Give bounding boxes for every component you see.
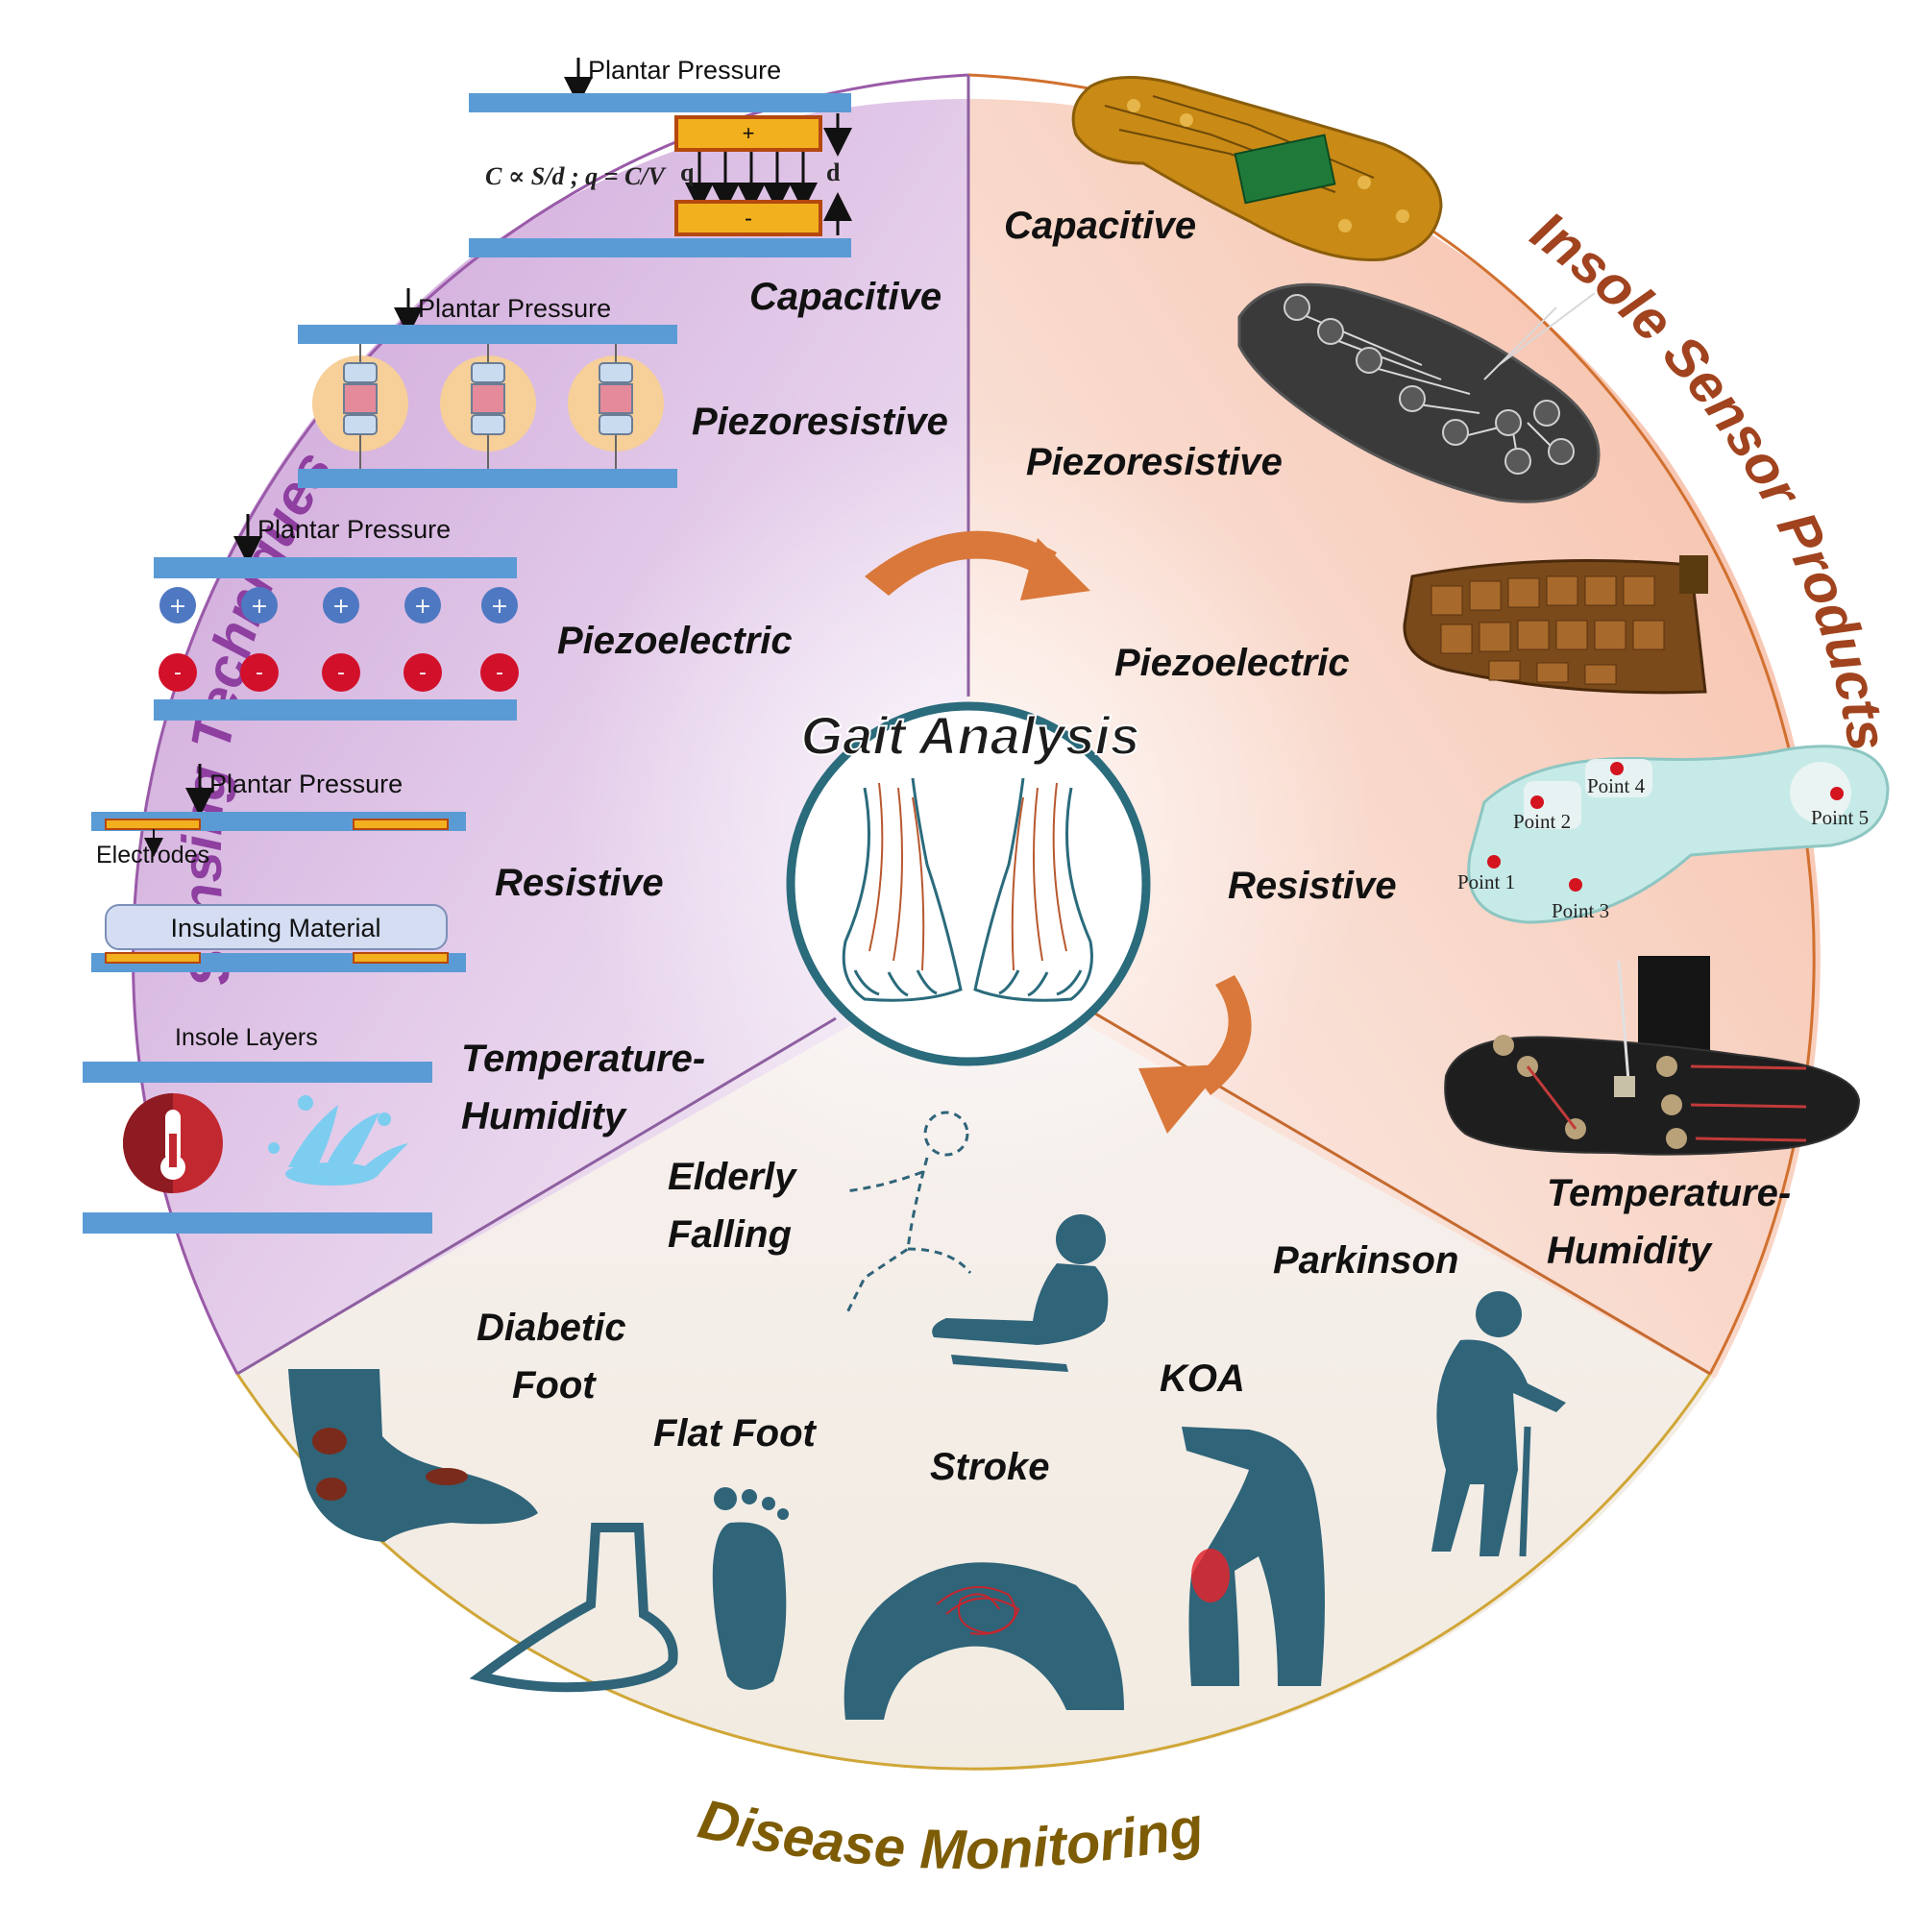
- point-1-dot: [1487, 855, 1501, 868]
- product-resistive-label: Resistive: [1228, 865, 1397, 907]
- resistive-insole-image: Point 1 Point 2 Point 3 Point 4 Point 5: [1457, 745, 1890, 924]
- point-1-label: Point 1: [1457, 870, 1515, 893]
- disease-title: Disease Monitoring: [693, 1788, 1208, 1882]
- sensing-resistive-label: Resistive: [495, 862, 664, 904]
- point-4-dot: [1610, 762, 1624, 775]
- field-arrows: [685, 113, 852, 235]
- resistive-schematic: Plantar Pressure Electrodes Insulating M…: [91, 764, 466, 972]
- top-plate: [469, 93, 851, 112]
- diabetic-label-2: Foot: [512, 1364, 597, 1406]
- koa-icon: [1182, 1427, 1325, 1686]
- point-4-label: Point 4: [1587, 774, 1646, 797]
- insulating-layer: [105, 904, 448, 950]
- piezoresistive-insole-image: [1237, 282, 1601, 503]
- svg-text:+: +: [251, 595, 268, 619]
- svg-text:-: -: [496, 661, 503, 685]
- diabetic-label-1: Diabetic: [477, 1307, 626, 1349]
- product-temp-label-1: Temperature-: [1547, 1172, 1791, 1214]
- arrow-right: [1138, 975, 1252, 1134]
- piezoelectric-schematic: Plantar Pressure + + + + + - - - - -: [154, 514, 519, 721]
- q-label: q: [680, 159, 695, 186]
- temperature-schematic: Insole Layers: [83, 1024, 432, 1234]
- capacitance-formula: C ∝ S/d ; q = C/V: [485, 162, 668, 190]
- sensing-capacitive-label: Capacitive: [749, 276, 942, 318]
- center-title: Gait Analysis: [801, 705, 1140, 766]
- diabetic-foot-icon: [288, 1369, 538, 1542]
- disease-outline: [235, 1373, 1712, 1771]
- resistor-3: [568, 344, 664, 469]
- stroke-label: Stroke: [930, 1446, 1050, 1488]
- insole-layers-label: Insole Layers: [175, 1024, 318, 1051]
- svg-text:+: +: [332, 595, 350, 619]
- piezoelectric-insole-image: [1403, 555, 1708, 695]
- point-2-dot: [1530, 795, 1544, 809]
- svg-text:-: -: [337, 661, 345, 685]
- svg-text:-: -: [174, 661, 182, 685]
- capacitive-insole-image: [1071, 75, 1443, 261]
- svg-text:+: +: [491, 595, 508, 619]
- temperature-insole-image: [1444, 956, 1861, 1156]
- product-capacitive-label: Capacitive: [1004, 205, 1196, 247]
- parkinson-icon: [1431, 1291, 1566, 1557]
- piezoelectric-pressure-label: Plantar Pressure: [257, 515, 451, 544]
- sensing-temp-label-1: Temperature-: [461, 1038, 705, 1080]
- arrow-top: [865, 530, 1090, 600]
- bottom-plate: [469, 238, 851, 257]
- flat-foot-icon: [469, 1487, 789, 1693]
- resistor-2: [440, 344, 536, 469]
- resistor-1: [312, 344, 408, 469]
- point-3-label: Point 3: [1552, 899, 1609, 922]
- d-label: d: [826, 159, 841, 186]
- capacitive-schematic: Plantar Pressure + - C ∝ S/d ; q = C/V q…: [469, 56, 852, 257]
- piezoresistive-schematic: Plantar Pressure: [298, 288, 677, 488]
- positive-charges: + + + + +: [159, 587, 518, 624]
- capacitive-pressure-label: Plantar Pressure: [588, 56, 781, 85]
- divider-left: [236, 1016, 837, 1376]
- koa-label: KOA: [1160, 1357, 1245, 1400]
- parkinson-label: Parkinson: [1273, 1239, 1458, 1282]
- center-feet-illustration: [786, 701, 1151, 1066]
- point-2-label: Point 2: [1513, 810, 1571, 833]
- stroke-icon: [844, 1562, 1124, 1720]
- elderly-label-1: Elderly: [668, 1156, 797, 1198]
- svg-text:-: -: [419, 661, 427, 685]
- flat-foot-label: Flat Foot: [653, 1412, 818, 1455]
- minus-sign: -: [745, 206, 752, 232]
- product-temp-label-2: Humidity: [1547, 1230, 1713, 1272]
- sensing-temp-label-2: Humidity: [461, 1095, 627, 1137]
- svg-text:+: +: [414, 595, 431, 619]
- sensing-piezoresistive-label: Piezoresistive: [692, 401, 948, 443]
- elderly-falling-icon: [844, 1111, 1109, 1372]
- minus-electrode: [674, 200, 822, 236]
- product-piezoresistive-label: Piezoresistive: [1026, 441, 1283, 483]
- elderly-label-2: Falling: [668, 1213, 792, 1256]
- point-3-dot: [1569, 878, 1582, 892]
- point-5-label: Point 5: [1811, 806, 1869, 829]
- resistive-pressure-label: Plantar Pressure: [209, 770, 403, 798]
- insulating-label: Insulating Material: [170, 914, 380, 942]
- point-5-dot: [1830, 787, 1844, 800]
- thermometer-icon: [123, 1093, 223, 1193]
- plus-sign: +: [743, 121, 755, 145]
- svg-text:-: -: [256, 661, 263, 685]
- sensing-piezoelectric-label: Piezoelectric: [557, 620, 793, 662]
- plus-electrode: [674, 115, 822, 152]
- water-splash-icon: [268, 1095, 408, 1186]
- svg-text:+: +: [169, 595, 186, 619]
- electrodes-label: Electrodes: [96, 842, 209, 868]
- product-piezoelectric-label: Piezoelectric: [1114, 642, 1350, 684]
- negative-charges: -----: [159, 653, 519, 692]
- piezoresistive-pressure-label: Plantar Pressure: [418, 294, 611, 323]
